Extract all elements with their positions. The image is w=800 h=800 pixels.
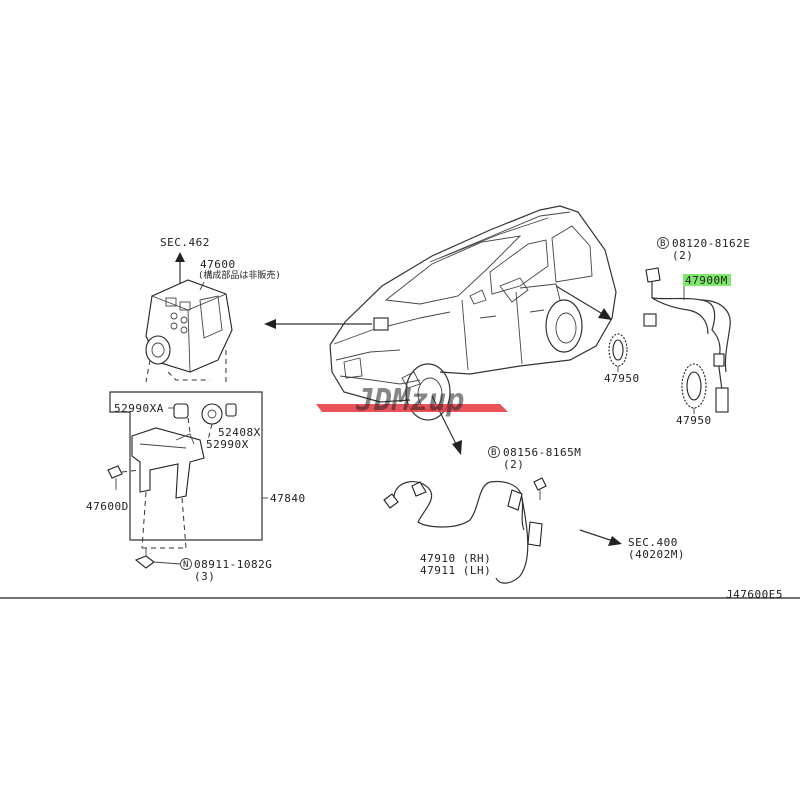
label-47910: 47910 (RH) (420, 552, 491, 565)
nut (134, 555, 155, 569)
label-08156-qty: (2) (503, 458, 524, 471)
bolt-08156 (533, 477, 547, 491)
label-b-symbol-rear: B (660, 239, 665, 249)
label-52990xa: 52990XA (114, 402, 164, 415)
bolt-symbol-rear (657, 237, 669, 249)
label-47900m[interactable]: 47900M (685, 274, 728, 287)
bracket-frame (109, 391, 263, 541)
abs-actuator-unit (145, 252, 233, 373)
label-b-symbol-front: B (491, 448, 496, 458)
label-sec400-sub: (40202M) (628, 548, 685, 561)
label-47600d: 47600D (86, 500, 129, 513)
nut-symbol (180, 558, 192, 570)
sensor-rotor-rear-lower (681, 363, 707, 409)
label-08911-qty: (3) (194, 570, 215, 583)
label-52990x: 52990X (206, 438, 249, 451)
label-sec400: SEC.400 (628, 536, 678, 549)
collar (225, 403, 237, 417)
label-52408x: 52408X (218, 426, 261, 439)
label-08120: 08120-8162E (672, 237, 750, 250)
diagram-id: J47600E5 (726, 588, 783, 601)
label-08120-qty: (2) (672, 249, 693, 262)
label-08911: 08911-1082G (194, 558, 272, 571)
label-47840: 47840 (270, 492, 306, 505)
bolt-47600d (107, 465, 123, 490)
car-illustration (329, 205, 617, 421)
label-47950-lower: 47950 (676, 414, 712, 427)
highlight-47900m (683, 274, 731, 286)
label-47950-upper: 47950 (604, 372, 640, 385)
label-47600: 47600 (200, 258, 236, 271)
arrow-to-rear-sensor (555, 285, 607, 317)
label-47911: 47911 (LH) (420, 564, 491, 577)
rubber-mount (173, 403, 189, 419)
watermark-text: JDMzup (355, 383, 464, 418)
label-n-symbol: N (183, 560, 188, 570)
grommet (201, 403, 223, 425)
arrow-to-sec400 (579, 529, 617, 543)
bracket (131, 427, 205, 499)
bolt-symbol-front (488, 446, 500, 458)
sensor-rotor-rear-upper (608, 333, 628, 367)
watermark-logo: JDMzup (316, 383, 508, 418)
label-08156: 08156-8165M (503, 446, 581, 459)
label-47600-note: (構成部品は非販売) (198, 269, 281, 281)
front-wheel-sensor-47910 (383, 480, 543, 584)
rear-wheel-sensor-47900m (643, 267, 731, 413)
label-sec462: SEC.462 (160, 236, 210, 249)
